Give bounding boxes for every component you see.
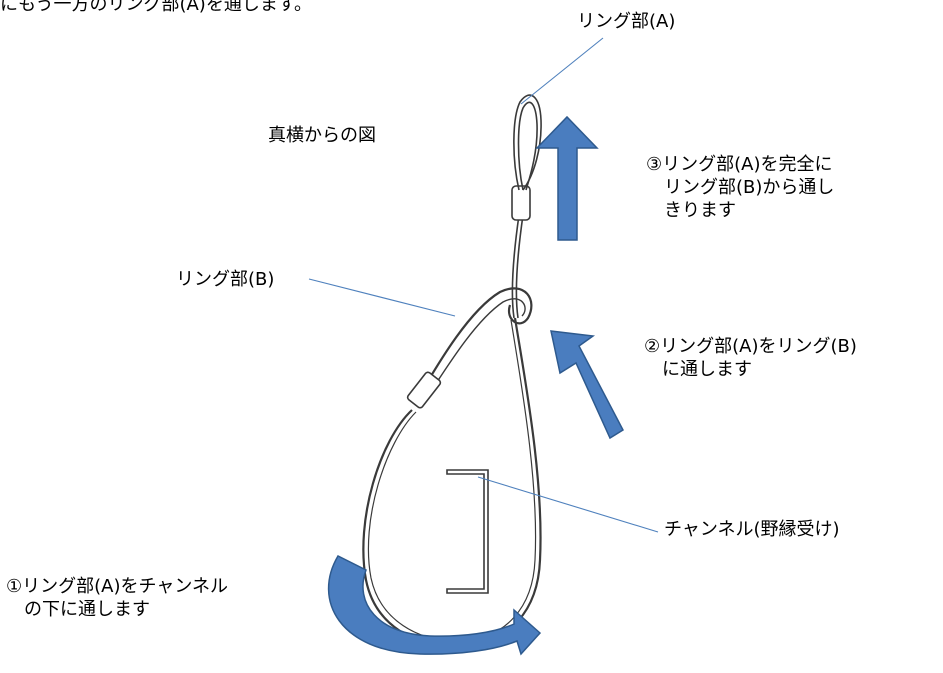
step3-text: ③リング部(A)を完全に リング部(B)から通し きります	[646, 153, 834, 222]
step2-diagonal-arrow	[550, 330, 624, 440]
ring-a-ferrule	[511, 185, 531, 221]
wire-loop	[362, 317, 542, 648]
leader-lines	[308, 37, 659, 533]
top-caption: にもう一方のリング部(A)を通します。	[0, 0, 313, 15]
step2-line-1: ②リング部(A)をリング(B)	[644, 336, 857, 357]
step2-text: ②リング部(A)をリング(B) に通します	[644, 335, 857, 381]
step1-line-2: の下に通します	[6, 599, 150, 620]
channel-bracket	[446, 469, 489, 594]
label-ring-b: リング部(B)	[176, 269, 275, 290]
step1-curved-arrow	[327, 555, 542, 656]
label-ring-a: リング部(A)	[577, 11, 676, 32]
ring-b-ferrule	[406, 371, 442, 409]
step1-text: ①リング部(A)をチャンネル の下に通します	[6, 575, 228, 621]
step3-line-3: きります	[646, 200, 736, 221]
upper-wire	[511, 214, 524, 319]
ring-a-loop	[513, 94, 542, 191]
step2-line-2: に通します	[644, 359, 752, 380]
label-side-view: 真横からの図	[268, 125, 376, 146]
label-channel: チャンネル(野縁受け)	[664, 519, 840, 540]
step3-line-1: ③リング部(A)を完全に	[646, 154, 833, 175]
step3-up-arrow	[535, 115, 599, 241]
ring-b-loop	[417, 287, 533, 403]
step1-line-1: ①リング部(A)をチャンネル	[6, 576, 228, 597]
step3-line-2: リング部(B)から通し	[646, 177, 835, 198]
